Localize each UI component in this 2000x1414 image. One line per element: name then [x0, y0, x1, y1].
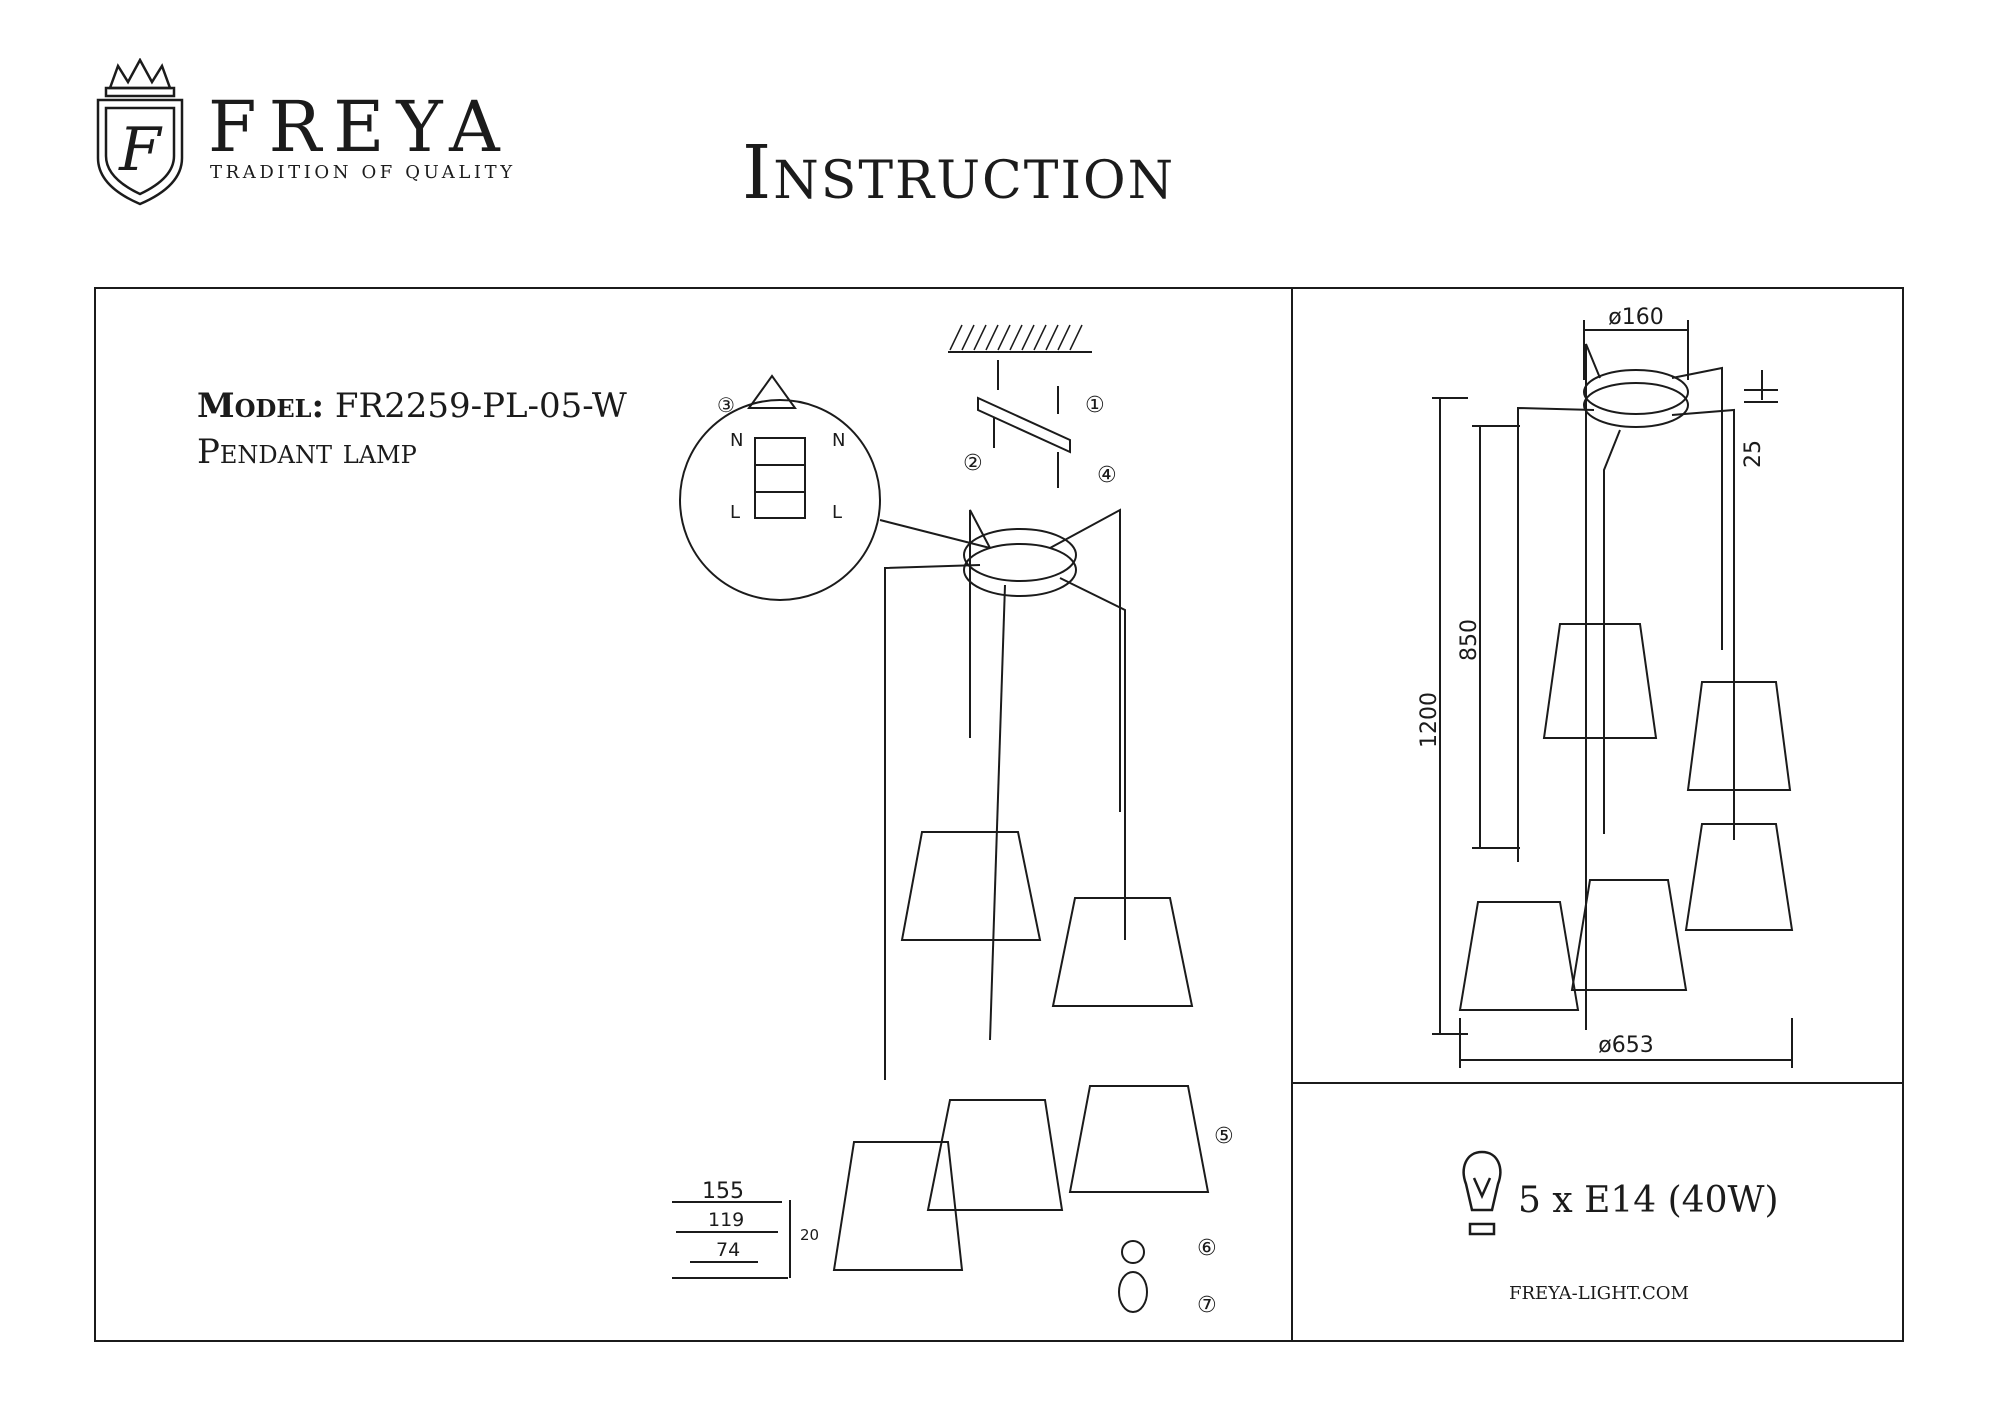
shade-dim-mid: 119: [708, 1209, 744, 1231]
cord-length-label: 850: [1457, 619, 1482, 661]
panel-divider-vertical: [1291, 287, 1293, 1342]
instruction-frame: [94, 287, 1904, 1342]
svg-text:F: F: [118, 115, 163, 185]
website-url: FREYA-LIGHT.COM: [1509, 1283, 1689, 1304]
canopy-height-label: 25: [1741, 440, 1766, 468]
brand-name: FREYA: [208, 86, 512, 168]
bulb-spec: 5 x E14 (40W): [1518, 1180, 1779, 1221]
shade-dim-outer: 155: [702, 1179, 744, 1204]
model-line: Model: FR2259-PL-05-W: [197, 386, 627, 426]
step-2-marker: ②: [963, 451, 983, 476]
step-4-marker: ④: [1097, 463, 1117, 488]
model-label: Model:: [197, 386, 325, 426]
live-label-right: L: [832, 502, 842, 523]
step-6-marker: ⑥: [1197, 1236, 1217, 1261]
live-label-left: L: [730, 502, 740, 523]
neutral-label-right: N: [832, 430, 845, 451]
shade-dim-height: 20: [800, 1226, 819, 1244]
step-1-marker: ①: [1085, 393, 1105, 418]
canopy-diameter-label: ø160: [1608, 305, 1663, 330]
neutral-label-left: N: [730, 430, 743, 451]
step-5-marker: ⑤: [1214, 1124, 1234, 1149]
product-type: Pendant lamp: [197, 432, 417, 472]
model-code: FR2259-PL-05-W: [334, 386, 627, 426]
shade-dim-inner: 74: [716, 1239, 740, 1261]
crown-shield-logo-icon: F: [96, 58, 184, 206]
panel-divider-horizontal: [1291, 1082, 1904, 1084]
brand-tagline: TRADITION OF QUALITY: [210, 162, 516, 183]
step-3-marker: ③: [717, 393, 735, 417]
light-bulb-icon: [1462, 1150, 1502, 1236]
overall-height-label: 1200: [1417, 692, 1442, 748]
step-7-marker: ⑦: [1197, 1293, 1217, 1318]
document-title: Instruction: [742, 130, 1176, 216]
overall-diameter-label: ø653: [1598, 1033, 1653, 1058]
